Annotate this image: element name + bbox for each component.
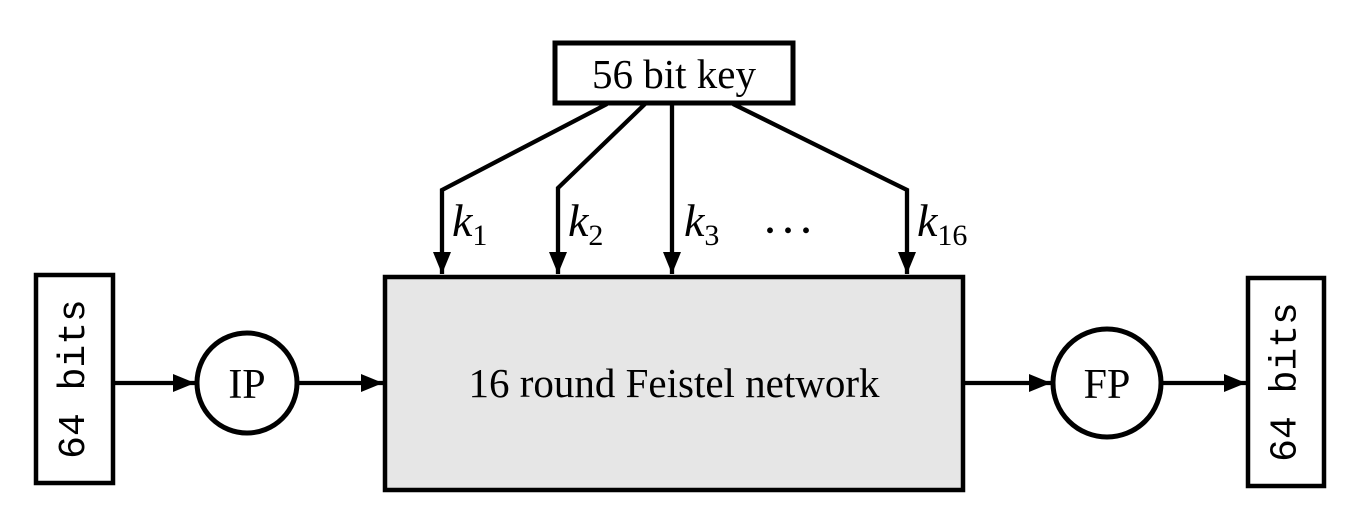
output-box-label: 64 bits	[1265, 302, 1308, 462]
key-box-label: 56 bit key	[592, 51, 756, 97]
round-key-k2-base: k	[568, 195, 590, 246]
round-key-k16-subscript: 16	[937, 219, 967, 252]
round-key-k16-base: k	[917, 195, 939, 246]
round-key-k2-subscript: 2	[588, 219, 603, 252]
arrow-key-k1	[433, 102, 608, 274]
round-key-label-k1: k1	[452, 195, 487, 252]
feistel-network-label: 16 round Feistel network	[468, 360, 880, 406]
output-box	[1245, 275, 1327, 489]
round-key-k1-subscript: 1	[472, 219, 487, 252]
feistel-network-box	[382, 274, 966, 493]
fp-node-label: FP	[1084, 362, 1131, 408]
round-key-label-k3: k3	[684, 195, 719, 252]
round-key-label-k2: k2	[568, 195, 603, 252]
input-box-label: 64 bits	[53, 299, 96, 459]
round-keys-ellipsis: . . .	[766, 201, 811, 241]
input-box	[33, 272, 116, 486]
round-key-k3-base: k	[684, 195, 706, 246]
arrow-key-k16	[732, 102, 916, 274]
arrow-key-k2	[549, 102, 647, 274]
round-key-k3-subscript: 3	[704, 219, 719, 252]
round-key-k1-base: k	[452, 195, 474, 246]
ip-node-label: IP	[228, 362, 265, 408]
round-key-label-k16: k16	[917, 195, 967, 252]
